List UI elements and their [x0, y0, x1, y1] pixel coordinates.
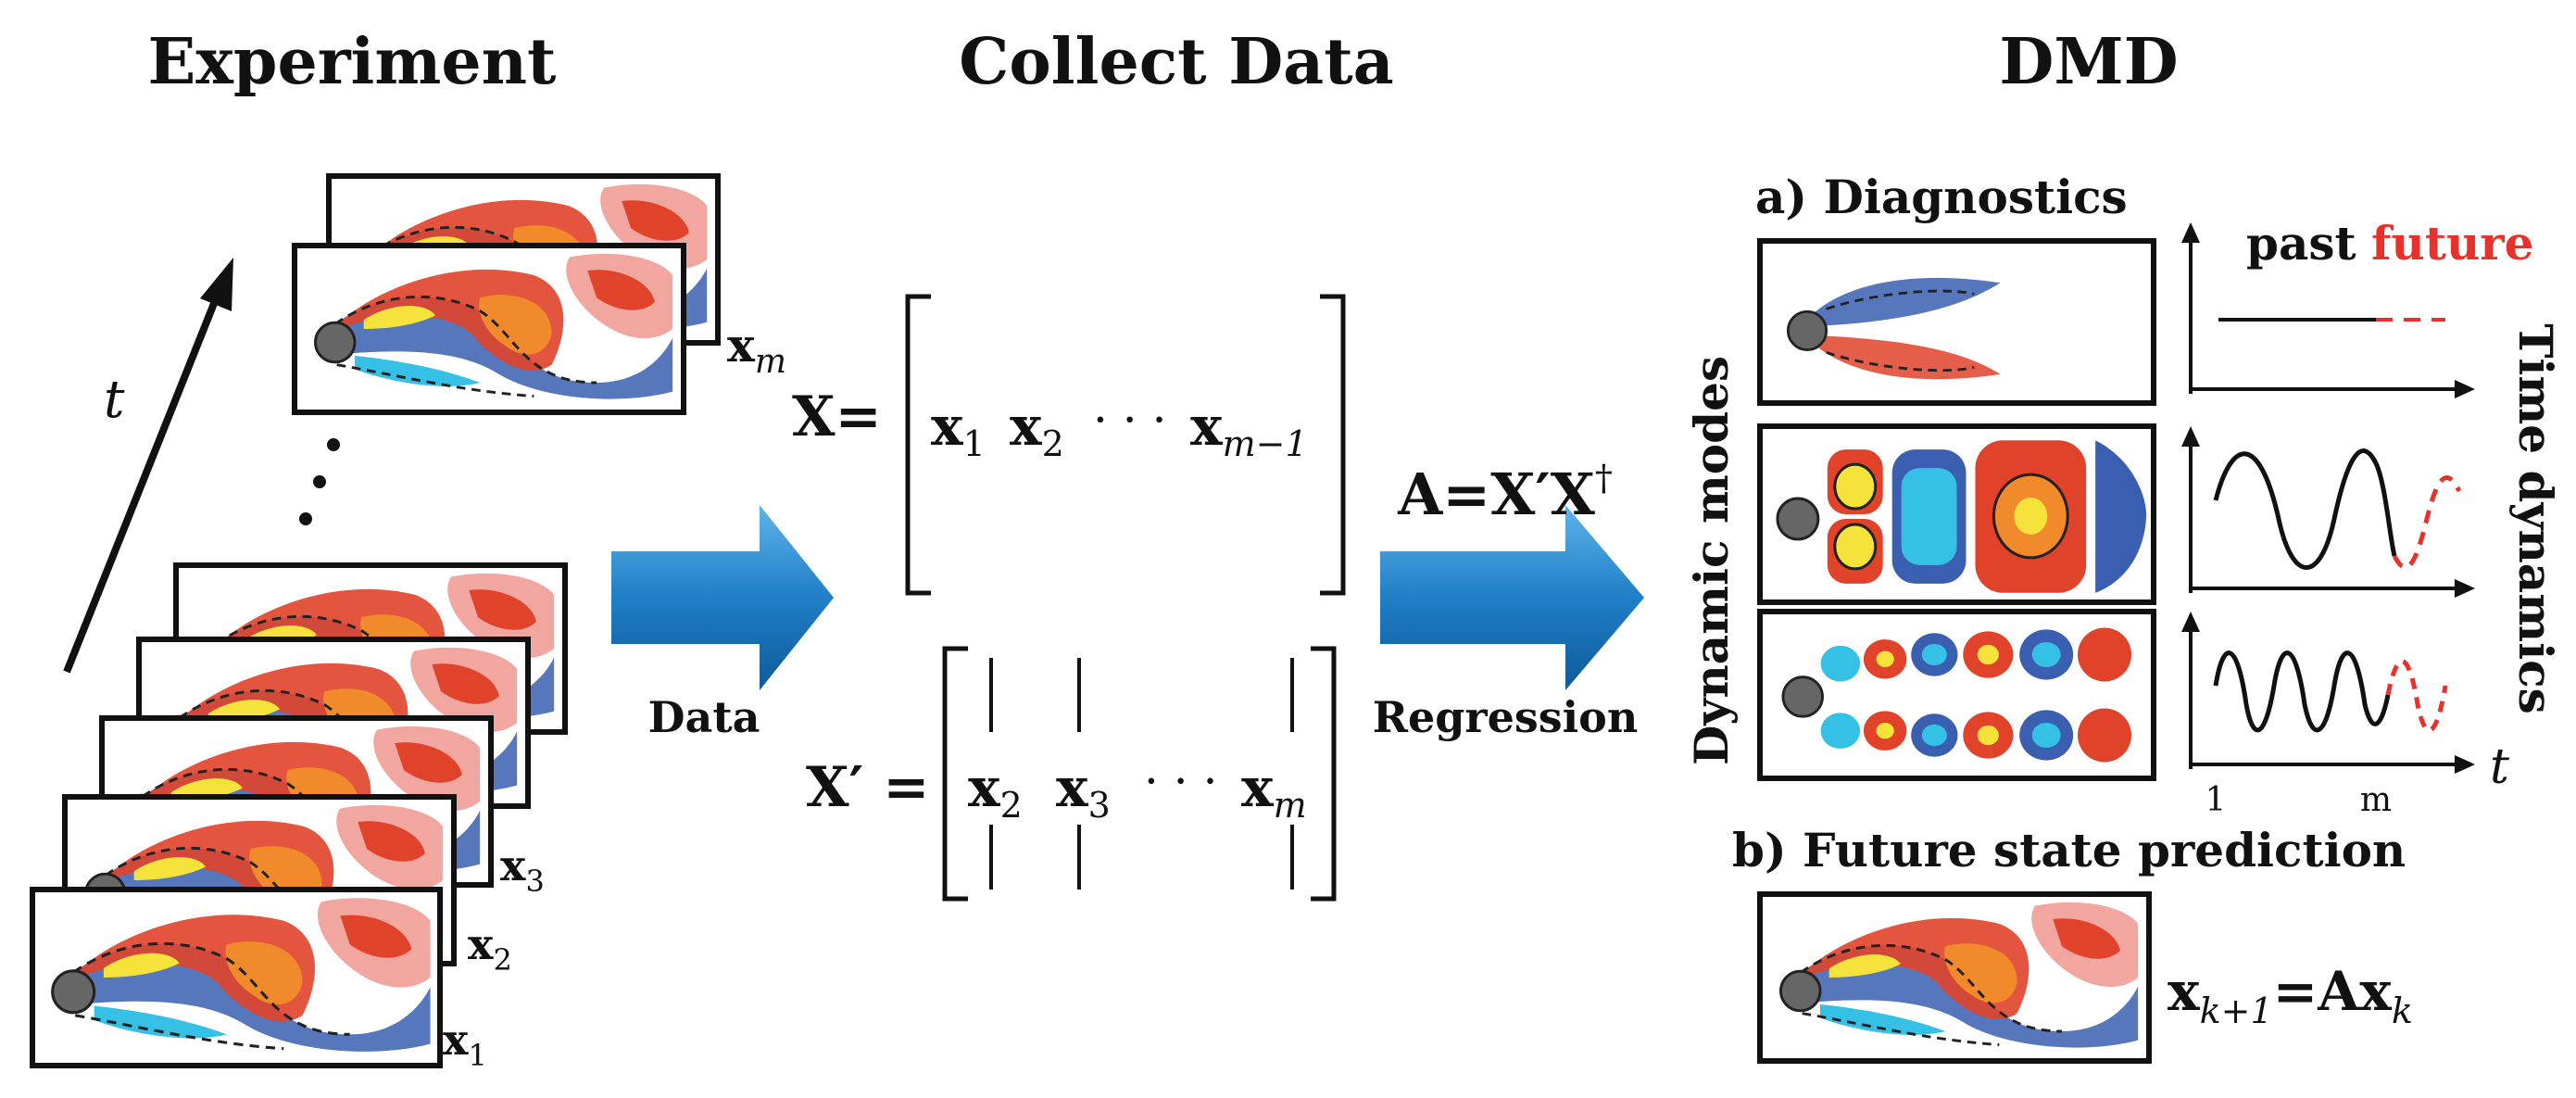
matrix-x-prime-dots: · · ·	[1144, 754, 1217, 808]
ellipsis-dot	[327, 438, 340, 451]
time-plot-3	[2181, 612, 2475, 774]
matrix-x-entry-2: x	[1010, 395, 1042, 458]
prediction-frame	[1757, 891, 2152, 1064]
matrix-x-prime-lhs: X′ =	[806, 755, 930, 820]
matrix-x-prime-entry-last: x	[1241, 756, 1274, 819]
svg-text:x3: x3	[500, 840, 545, 899]
matrix-x-entry-last: x	[1190, 395, 1223, 458]
snapshot-label-1: x	[443, 1015, 469, 1065]
regression-arrow: Regression A=X′X†	[1373, 458, 1644, 742]
past-trace	[2213, 650, 2391, 733]
heading-dmd: DMD	[1999, 25, 2178, 99]
past-trace	[2213, 448, 2397, 570]
future-trace	[2392, 475, 2462, 570]
snapshot-label-m: x	[727, 318, 756, 372]
matrix-x-lhs: X=	[792, 385, 882, 449]
svg-text:x2: x2	[968, 756, 1023, 826]
svg-text:A=X′X†: A=X′X†	[1397, 458, 1613, 528]
svg-text:xk+1=Axk: xk+1=Axk	[2168, 960, 2413, 1031]
pseudoinverse-formula: A=X′X	[1397, 461, 1596, 528]
dynamic-modes-label: Dynamic modes	[1684, 356, 1739, 765]
matrix-x: X= x1 x2 · · · xm−1	[792, 294, 1346, 596]
data-arrow-label: Data	[648, 692, 760, 742]
matrix-x-prime-entry-1: x	[968, 756, 1000, 819]
heading-collect-data: Collect Data	[959, 25, 1393, 99]
svg-text:xm: xm	[1241, 756, 1307, 826]
mode-frame-2	[1757, 423, 2156, 605]
snapshot-label-3: x	[500, 840, 526, 890]
ellipsis-dot	[299, 512, 312, 525]
tick-label-1: 1	[2205, 781, 2227, 819]
snapshot-labels: xm x3 x2 x1	[443, 318, 786, 1073]
svg-text:xm−1: xm−1	[1190, 395, 1308, 464]
svg-text:x1: x1	[931, 395, 986, 464]
future-label: future	[2371, 216, 2533, 271]
heading-experiment: Experiment	[148, 25, 557, 99]
snapshot-frame	[30, 887, 443, 1068]
snapshot-label-2: x	[468, 919, 494, 969]
data-arrow: Data	[611, 505, 834, 742]
future-trace	[2385, 659, 2448, 733]
svg-text:x1: x1	[443, 1015, 487, 1073]
axis-label-t: t	[2490, 739, 2509, 795]
prediction-label: b) Future state prediction	[1732, 823, 2406, 877]
matrix-x-prime-entry-2: x	[1056, 756, 1088, 819]
time-dynamics-label: Time dynamics	[2508, 323, 2563, 714]
svg-text:x2: x2	[1010, 395, 1064, 464]
time-label: t	[104, 370, 125, 430]
past-label: past	[2246, 216, 2356, 271]
matrix-x-entry-1: x	[931, 395, 963, 458]
regression-arrow-label: Regression	[1373, 692, 1639, 742]
mode-frame-1	[1757, 238, 2156, 406]
svg-text:x3: x3	[1056, 756, 1111, 826]
mode-frame-3	[1757, 609, 2156, 781]
snapshot-frame	[292, 243, 686, 415]
matrix-x-prime: X′ = x2 x3 · · · xm	[806, 646, 1337, 902]
snapshot-stack	[30, 173, 721, 1068]
time-plot-1	[2181, 222, 2475, 398]
ellipsis-dot	[313, 475, 326, 488]
tick-label-m: m	[2360, 781, 2392, 819]
time-plot-2	[2181, 426, 2475, 598]
svg-text:x2: x2	[468, 919, 512, 978]
diagnostics-label: a) Diagnostics	[1755, 170, 2128, 224]
time-arrow: t	[63, 258, 233, 674]
matrix-x-dots: · · ·	[1093, 393, 1166, 447]
prediction-formula: x	[2168, 960, 2200, 1023]
svg-text:xm: xm	[727, 318, 786, 381]
